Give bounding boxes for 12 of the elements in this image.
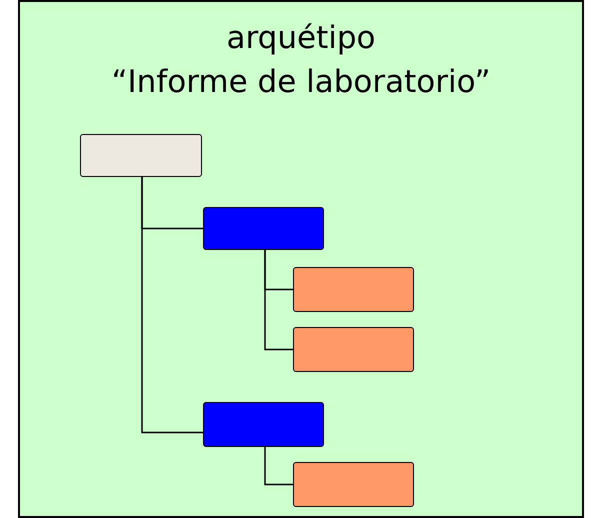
connector-line: [264, 447, 293, 486]
panel: [18, 0, 584, 518]
tree-box: [203, 207, 324, 250]
tree-box: [293, 327, 414, 372]
connector-line: [264, 250, 293, 350]
tree-box: [293, 267, 414, 312]
title-text: arquétipo: [226, 19, 376, 58]
tree-box: [293, 462, 414, 507]
tree-box: [203, 402, 324, 447]
connector-line: [141, 177, 203, 434]
tree-box: [80, 134, 202, 177]
title-text: “Informe de laboratorio”: [111, 63, 491, 102]
